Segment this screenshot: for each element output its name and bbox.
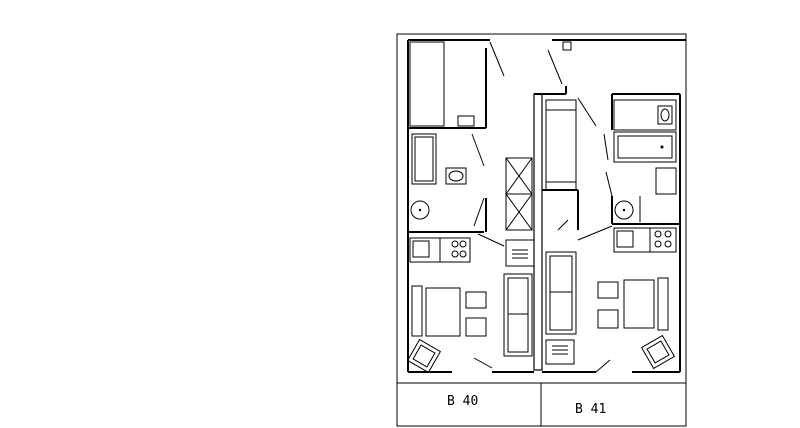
walls [407,39,686,373]
unit-label-b41: B 41 [575,402,606,417]
outer-boundary [396,33,687,427]
unit-b41-furniture [545,99,677,370]
doors [471,41,613,373]
unit-label-b40: B 40 [447,394,478,409]
unit-b40-furniture [406,41,535,374]
